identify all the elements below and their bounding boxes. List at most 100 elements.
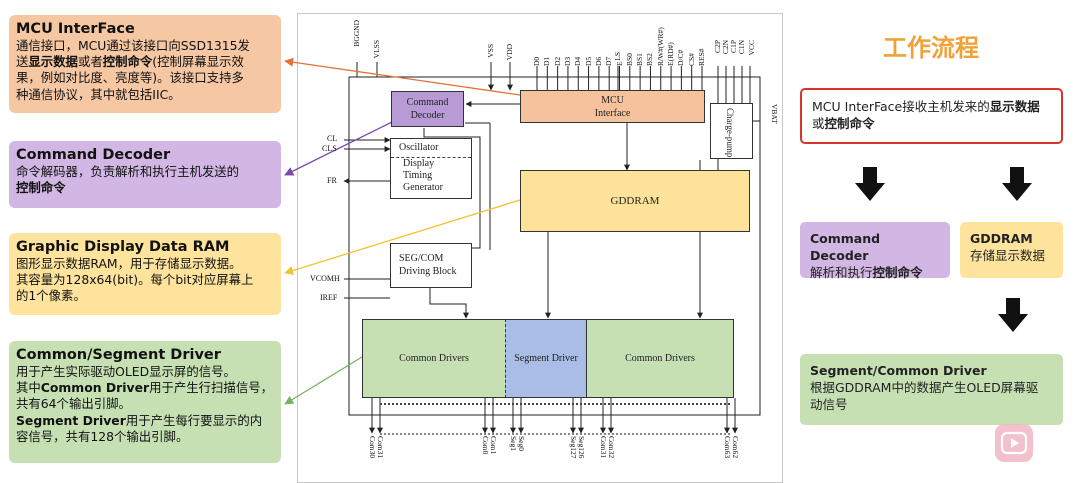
- flow-arrow-down: [855, 167, 885, 201]
- text-run: 用于产生实际驱动OLED显示屏的信号。: [16, 364, 236, 379]
- common-drivers-left-block: Common Drivers: [362, 319, 506, 398]
- flow-step-text: MCU InterFace接收主机发来的显示数据或控制命令: [812, 98, 1051, 132]
- text-run: 命令解码器，负责解析和执行主机发送的: [16, 164, 240, 179]
- text-line: 送显示数据或者控制命令(控制屏幕显示效: [16, 54, 274, 70]
- pin-label: Seg126: [577, 436, 586, 459]
- text-run: MCU InterFace接收主机发来的: [812, 99, 990, 114]
- flow-step-title: GDDRAM: [970, 231, 1033, 246]
- block-label: MCU: [601, 95, 624, 106]
- segcom-driving-block: SEG/COM Driving Block: [390, 243, 472, 288]
- pin-label: Com31: [599, 436, 608, 459]
- pin-label: BS2: [645, 53, 655, 66]
- output-dots: [380, 433, 730, 435]
- flow-arrow-down: [998, 298, 1028, 332]
- flow-step-segment-common-driver: Segment/Common Driver 根据GDDRAM中的数据产生OLED…: [800, 354, 1063, 425]
- text-line: 命令解码器，负责解析和执行主机发送的: [16, 164, 274, 180]
- text-run: 送: [16, 54, 29, 70]
- block-label: Common Drivers: [399, 353, 469, 364]
- card-text: 通信接口，MCU通过该接口向SSD1315发送显示数据或者控制命令(控制屏幕显示…: [16, 38, 274, 103]
- charge-pump-block: Charge-pump: [710, 103, 753, 159]
- block-label: Command: [406, 97, 449, 108]
- pin-label: Seg127: [569, 436, 578, 459]
- pin-label: D7: [604, 56, 614, 66]
- text-line: 共有64个输出引脚。: [16, 396, 274, 412]
- text-run: 其容量为128x64(bit)。每个bit对应屏幕上: [16, 272, 254, 288]
- text-run: 容信号，共有128个输出引脚。: [16, 428, 189, 444]
- timing-label: Timing: [403, 170, 433, 181]
- text-line: 容信号，共有128个输出引脚。: [16, 429, 274, 445]
- card-title: Graphic Display Data RAM: [16, 239, 230, 255]
- text-line: 图形显示数据RAM，用于存储显示数据。: [16, 256, 274, 272]
- flow-step-title: Segment/Common Driver: [810, 363, 987, 378]
- card-title: Command Decoder: [16, 147, 171, 163]
- text-run: 其中: [16, 380, 41, 396]
- pin-label: Com63: [723, 436, 732, 459]
- flow-step-text: 根据GDDRAM中的数据产生OLED屏幕驱动信号: [810, 380, 1039, 412]
- pin-label: D2: [552, 56, 562, 66]
- pin-label: VCC: [747, 40, 756, 56]
- card-command-decoder: Command Decoder 命令解码器，负责解析和执行主机发送的控制命令: [9, 141, 281, 208]
- text-run: 用于产生行扫描信号，: [149, 380, 273, 396]
- command-decoder-block: Command Decoder: [391, 91, 464, 127]
- pin-label: D4: [573, 56, 583, 66]
- oscillator-label: Oscillator: [399, 142, 439, 153]
- signal-label-cls: CLS: [322, 144, 337, 153]
- block-label: Common Drivers: [625, 353, 695, 364]
- text-line: 用于产生实际驱动OLED显示屏的信号。: [16, 364, 274, 380]
- pin-label-vbat: VBAT: [770, 104, 779, 124]
- pin-label: Com31: [376, 436, 385, 459]
- text-run: 用于产生每行要显示的内: [125, 412, 263, 428]
- text-run: 果，例如对比度、亮度等)。该接口支持多: [16, 70, 244, 86]
- pin-label: VSS: [486, 44, 495, 58]
- text-line: Segment Driver用于产生每行要显示的内: [16, 413, 274, 429]
- pin-label: D3: [562, 56, 572, 66]
- card-common-segment-driver: Common/Segment Driver 用于产生实际驱动OLED显示屏的信号…: [9, 341, 281, 463]
- signal-label-fr: FR: [327, 176, 337, 185]
- mcu-interface-block: MCU Interface: [520, 90, 705, 123]
- pin-label: D6: [593, 56, 603, 66]
- text-line: 的1个像素。: [16, 288, 274, 304]
- pin-label: D/C#: [676, 49, 686, 66]
- pin-label-ls: LS: [613, 52, 622, 61]
- pin-label: RES#: [697, 48, 706, 66]
- segment-driver-block: Segment Driver: [505, 319, 587, 398]
- text-run: 图形显示数据RAM，用于存储显示数据。: [16, 256, 242, 271]
- common-drivers-right-block: Common Drivers: [586, 319, 734, 398]
- flow-arrow-down: [1002, 167, 1032, 201]
- text-run: 通信接口，MCU通过该接口向SSD1315发: [16, 38, 250, 53]
- text-run: 种通信协议，其中就包括IIC。: [16, 86, 181, 102]
- flow-step-mcu-interface: MCU InterFace接收主机发来的显示数据或控制命令: [800, 88, 1063, 144]
- text-run: 共有64个输出引脚。: [16, 396, 131, 412]
- pin-label: D1: [542, 56, 552, 66]
- pin-label: Com32: [607, 436, 616, 459]
- block-label: Segment Driver: [514, 353, 578, 364]
- card-title: MCU InterFace: [16, 21, 135, 37]
- text-run: 或: [812, 116, 825, 131]
- text-line: 其中Common Driver用于产生行扫描信号，: [16, 380, 274, 396]
- block-label: Charge-pump: [725, 108, 735, 158]
- output-dots: [380, 403, 730, 405]
- timing-label: Generator: [403, 182, 443, 193]
- text-run: 控制命令: [824, 116, 875, 131]
- text-run: 控制命令: [16, 180, 66, 196]
- card-title: Common/Segment Driver: [16, 347, 221, 363]
- pin-label: Seg1: [509, 436, 518, 451]
- block-label: Decoder: [410, 110, 445, 121]
- card-text: 用于产生实际驱动OLED显示屏的信号。其中Common Driver用于产生行扫…: [16, 364, 274, 445]
- card-text: 命令解码器，负责解析和执行主机发送的控制命令: [16, 164, 274, 196]
- pin-label: BS0: [624, 53, 634, 66]
- flow-step-gddram: GDDRAM 存储显示数据: [960, 222, 1063, 278]
- pin-label: D5: [583, 56, 593, 66]
- card-text: 图形显示数据RAM，用于存储显示数据。其容量为128x64(bit)。每个bit…: [16, 256, 274, 305]
- card-gddram: Graphic Display Data RAM 图形显示数据RAM，用于存储显…: [9, 233, 281, 315]
- flow-step-text: 解析和执行控制命令: [810, 264, 940, 281]
- text-run: Common Driver: [40, 380, 150, 396]
- timing-label: Display: [403, 158, 435, 169]
- play-icon[interactable]: [995, 424, 1033, 462]
- pin-label: Com30: [368, 436, 377, 459]
- signal-label-cl: CL: [327, 134, 338, 143]
- text-run: 解析和执行: [810, 265, 873, 280]
- text-run: 显示数据: [989, 99, 1040, 114]
- block-label: SEG/COM: [399, 253, 444, 264]
- block-label: Driving Block: [399, 266, 457, 277]
